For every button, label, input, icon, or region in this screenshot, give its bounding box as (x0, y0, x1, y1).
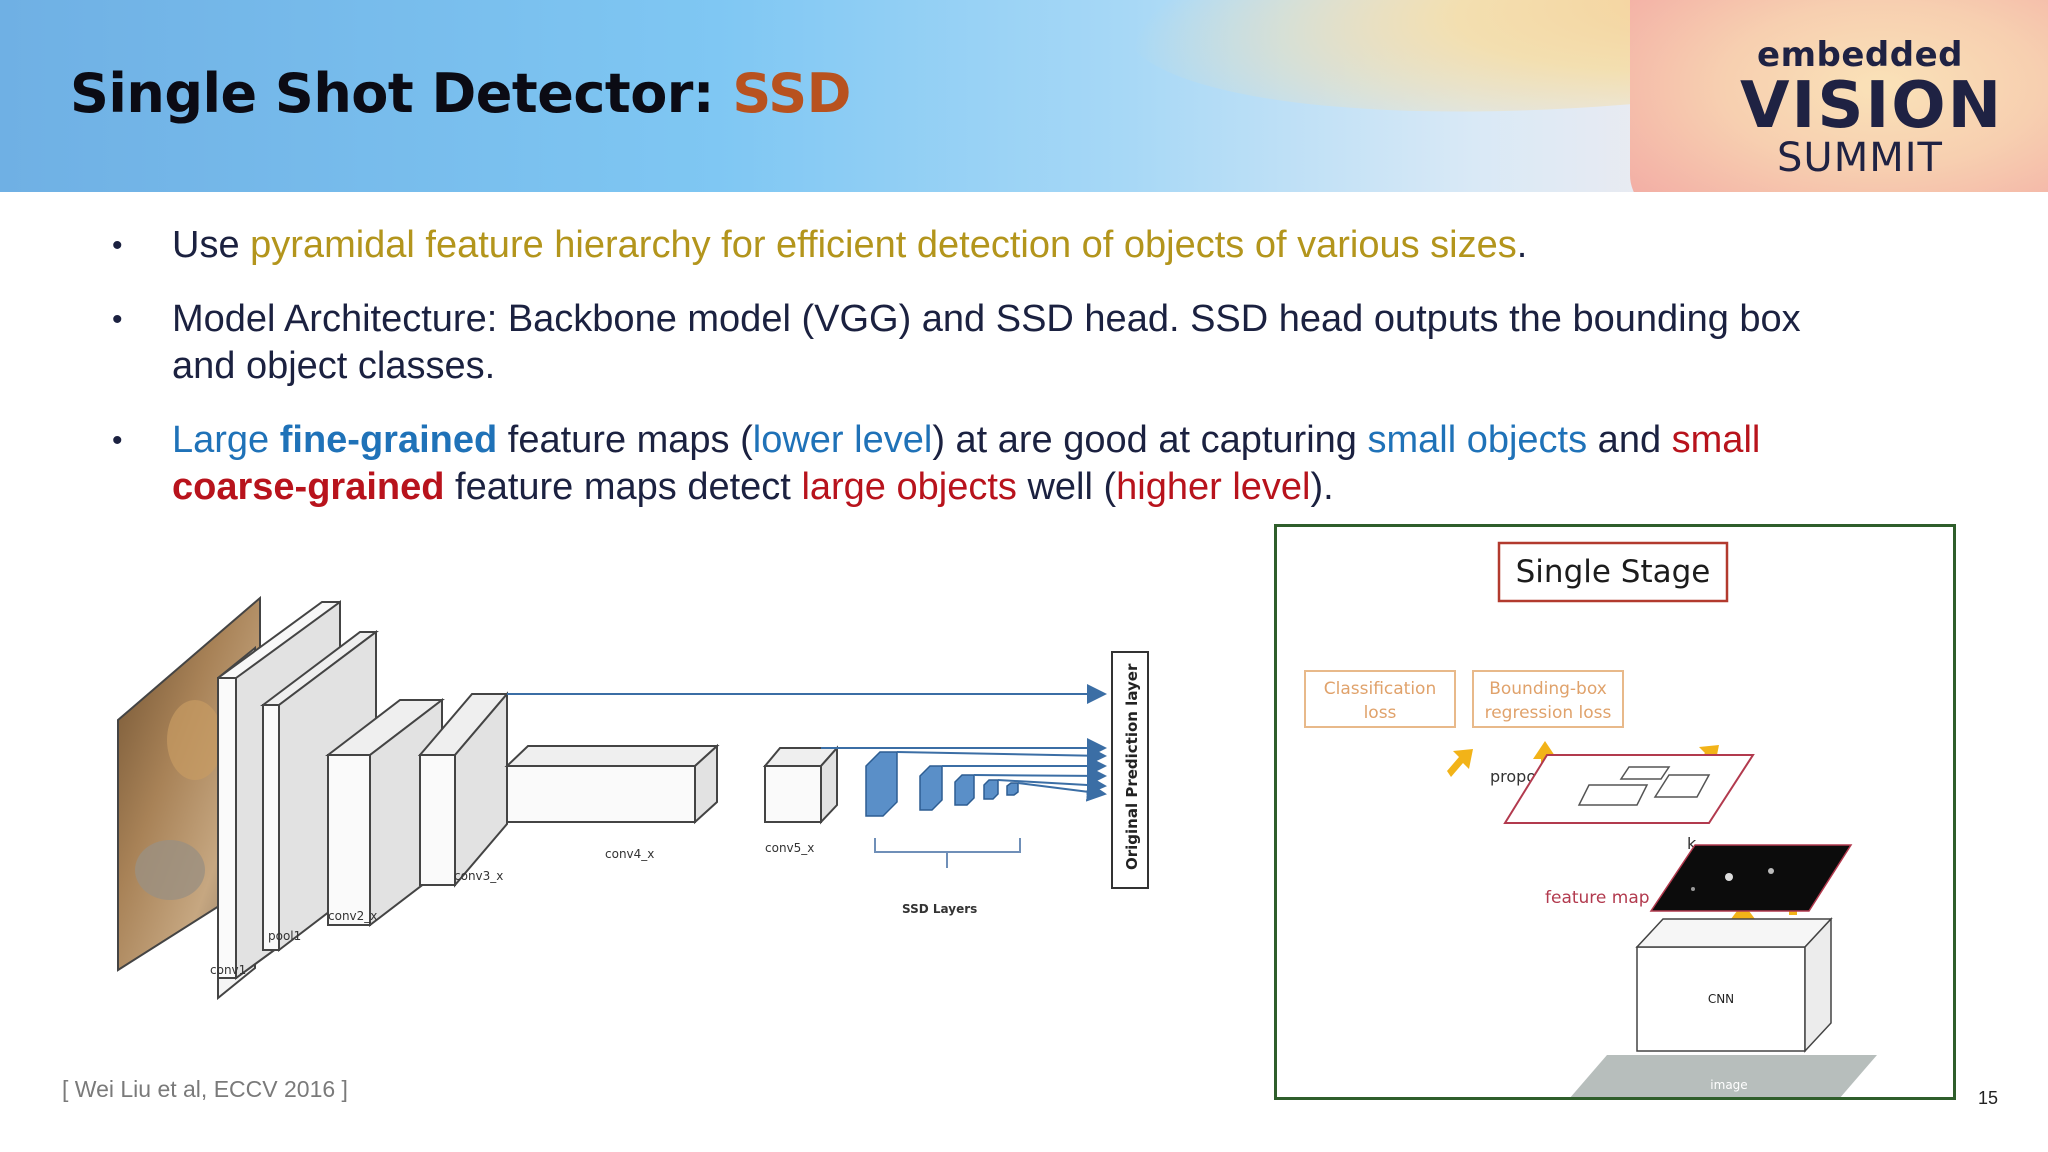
title-main: Single Shot Detector: (70, 62, 733, 125)
bullet-2-line-2: and object classes. (172, 345, 496, 387)
ssd-layers-blocks (865, 751, 1019, 817)
bullet-3-text: ). (1310, 466, 1334, 508)
bullet-3-lower-level: lower level (752, 419, 933, 461)
classification-loss-line-2: loss (1364, 703, 1397, 723)
bbox-loss-line-2: regression loss (1485, 703, 1612, 723)
label-conv1: conv1 (210, 963, 246, 977)
classification-loss-line-1: Classification (1324, 679, 1436, 699)
bullet-3-text: and (1587, 419, 1672, 461)
bullet-dot: • (112, 303, 123, 336)
logo-line-embedded: embedded (1757, 35, 1963, 75)
bullet-3: • Large fine-grained feature maps (lower… (112, 417, 1912, 511)
label-conv5: conv5_x (765, 841, 814, 855)
k-label: k (1687, 834, 1697, 853)
bullet-list: • Use pyramidal feature hierarchy for ef… (112, 222, 1912, 538)
bullet-3-text: ) at are good at capturing (932, 419, 1368, 461)
bullet-3-coarse-grained: coarse-grained (172, 466, 445, 508)
ssd-layers-label: SSD Layers (902, 902, 977, 916)
feature-map-label: feature map (1545, 888, 1650, 908)
layer-conv5-box (762, 745, 840, 825)
bullet-1-text-b: . (1516, 224, 1528, 266)
prediction-layer-label: Original Prediction layer (1123, 663, 1141, 870)
bullet-3-small: small (1671, 419, 1761, 461)
label-pool1: pool1 (268, 929, 301, 943)
bbox-loss-line-1: Bounding-box (1489, 679, 1607, 699)
page-number: 15 (1978, 1088, 1999, 1108)
ssd-architecture-diagram: Original Prediction layer SSD Layers con… (117, 595, 1149, 1000)
logo-line-vision: VISION (1740, 69, 2004, 143)
bullet-3-text: well ( (1016, 466, 1117, 508)
label-conv4: conv4_x (605, 847, 654, 861)
bullet-3-small-objects: small objects (1367, 419, 1588, 461)
classification-loss-box: Classification loss (1304, 670, 1456, 728)
layer-conv3-box (417, 691, 510, 888)
single-stage-panel: Single Stage Classification loss Boundin… (1274, 524, 1956, 1100)
bullet-1: • Use pyramidal feature hierarchy for ef… (112, 222, 1912, 269)
single-stage-title-box: Single Stage (1497, 541, 1729, 603)
bullet-3-large: Large (172, 419, 280, 461)
proposals-plane (1503, 754, 1755, 824)
bullet-2-line-1: Model Architecture: Backbone model (VGG)… (172, 298, 1801, 340)
single-stage-diagram: Single Stage Classification loss Boundin… (1304, 541, 1877, 1099)
citation: [ Wei Liu et al, ECCV 2016 ] (62, 1076, 348, 1102)
bullet-3-large-objects: large objects (801, 466, 1017, 508)
slide-title: Single Shot Detector: SSD (70, 62, 851, 125)
single-stage-title: Single Stage (1516, 554, 1711, 590)
slide-header (0, 0, 2048, 192)
bullet-2: • Model Architecture: Backbone model (VG… (112, 296, 1912, 390)
embedded-vision-summit-logo: embedded VISION SUMMIT (1740, 35, 2004, 181)
bullet-3-fine-grained: fine-grained (279, 419, 498, 461)
ssd-layers-brace (874, 838, 1021, 868)
bullet-3-text: feature maps ( (497, 419, 753, 461)
logo-background (1630, 0, 2048, 192)
bullet-dot: • (112, 424, 123, 457)
prediction-arrows (507, 684, 1107, 802)
bbox-loss-box: Bounding-box regression loss (1472, 670, 1624, 728)
bullet-3-text: feature maps detect (444, 466, 802, 508)
bullet-dot: • (112, 229, 123, 262)
bullet-1-text-a: Use (172, 224, 251, 266)
prediction-layer-box: Original Prediction layer (1111, 651, 1149, 889)
title-accent: SSD (732, 62, 851, 125)
label-conv3: conv3_x (454, 869, 503, 883)
feature-map-plane (1649, 844, 1853, 912)
label-conv2: conv2_x (328, 909, 377, 923)
cnn-box: CNN (1635, 917, 1833, 1053)
bullet-1-highlight: pyramidal feature hierarchy for efficien… (250, 224, 1517, 266)
input-image-plane: image (1569, 1055, 1877, 1099)
image-label: image (1710, 1078, 1747, 1092)
layer-conv4-box (504, 743, 720, 825)
logo-line-summit: SUMMIT (1777, 135, 1943, 181)
bullet-3-higher-level: higher level (1116, 466, 1311, 508)
cnn-label: CNN (1708, 992, 1734, 1006)
